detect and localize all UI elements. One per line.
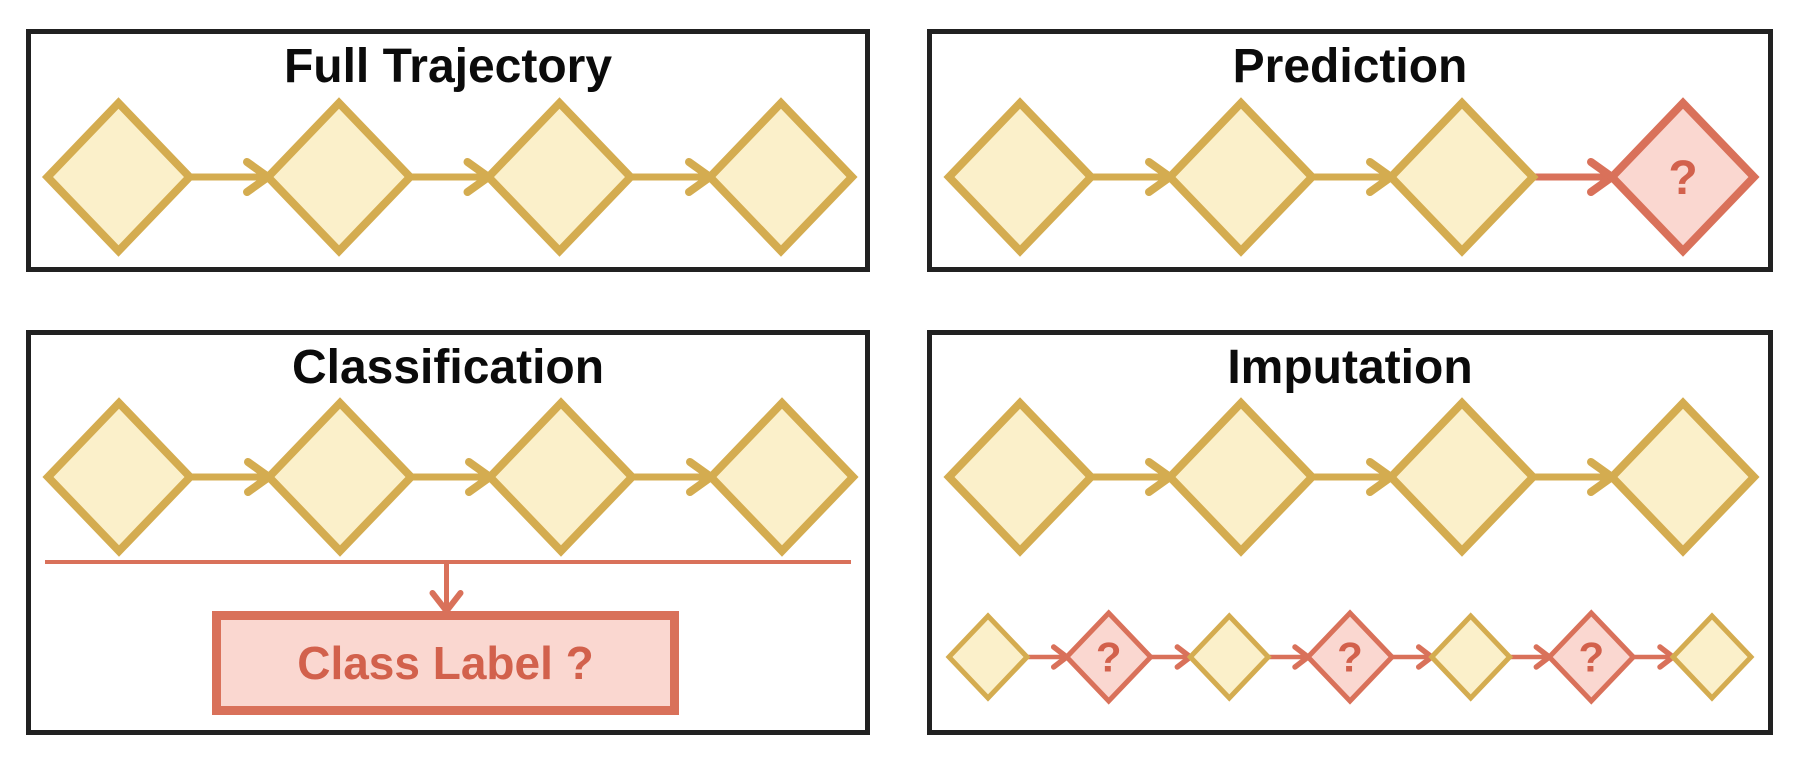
panel-imputation: Imputation ??? — [927, 330, 1773, 735]
full-trajectory-diagram — [41, 97, 858, 257]
known-state-diamond — [262, 97, 416, 257]
class-label-box — [212, 611, 679, 715]
known-state-diamond — [943, 397, 1097, 557]
unknown-state-diamond — [1606, 97, 1760, 257]
classification-diagram: Class Label ? — [42, 397, 859, 715]
class-label-text: Class Label ? — [297, 637, 594, 689]
known-state-diamond — [1164, 397, 1318, 557]
panel-title-imputation: Imputation — [1227, 341, 1473, 394]
known-state-diamond — [1428, 612, 1514, 702]
unknown-state-diamond — [1545, 609, 1637, 705]
known-state-diamond — [484, 397, 638, 557]
prediction-diagram: ? — [943, 97, 1760, 257]
known-state-diamond — [1385, 397, 1539, 557]
panel-title-full-trajectory: Full Trajectory — [283, 40, 613, 93]
unknown-symbol: ? — [1337, 634, 1363, 681]
panel-prediction: Prediction ? — [927, 29, 1773, 272]
unknown-state-diamond — [1304, 609, 1396, 705]
known-state-diamond — [482, 97, 637, 257]
unknown-symbol: ? — [1578, 634, 1604, 681]
known-state-diamond — [1186, 612, 1272, 702]
panel-classification: Classification Class Label ? — [26, 330, 870, 735]
known-state-diamond — [263, 397, 417, 557]
known-state-diamond — [705, 397, 859, 557]
panel-full-trajectory: Full Trajectory — [26, 29, 870, 272]
known-state-diamond — [1385, 97, 1539, 257]
known-state-diamond — [1669, 612, 1755, 702]
imputation-diagram: ??? — [943, 397, 1760, 705]
known-state-diamond — [42, 397, 196, 557]
panel-title-classification: Classification — [291, 341, 605, 394]
unknown-symbol: ? — [1668, 152, 1697, 205]
unknown-symbol: ? — [1096, 634, 1122, 681]
known-state-diamond — [1606, 397, 1760, 557]
known-state-diamond — [1164, 97, 1318, 257]
panel-title-prediction: Prediction — [1232, 40, 1468, 93]
known-state-diamond — [41, 97, 196, 257]
unknown-state-diamond — [1063, 609, 1155, 705]
known-state-diamond — [945, 612, 1031, 702]
known-state-diamond — [943, 97, 1097, 257]
known-state-diamond — [704, 97, 858, 257]
